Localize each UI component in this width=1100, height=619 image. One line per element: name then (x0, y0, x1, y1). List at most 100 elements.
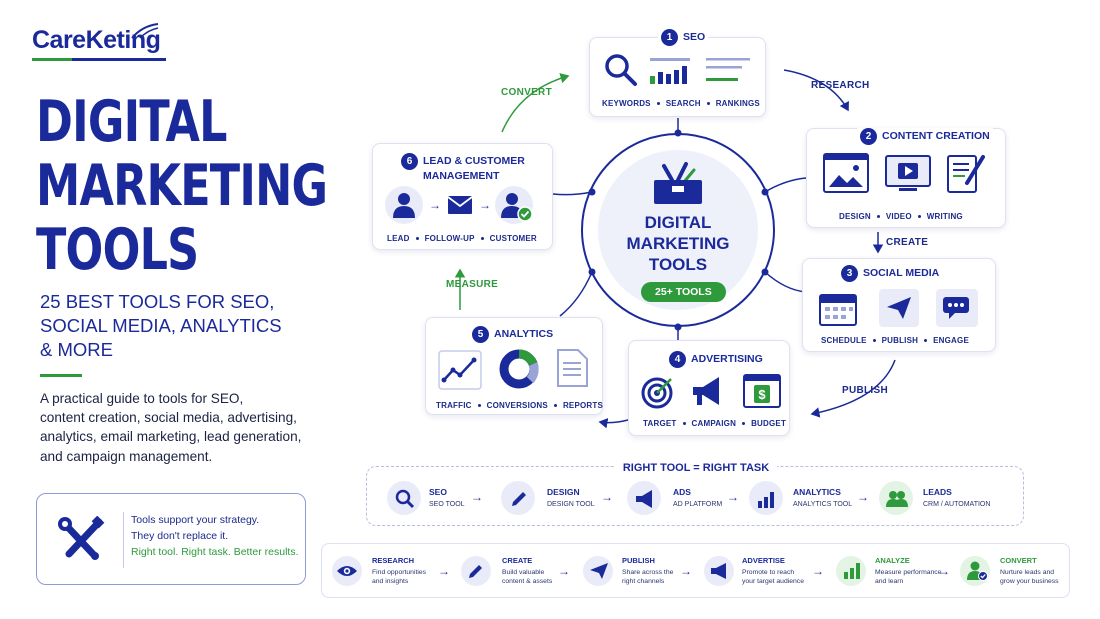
email-icon (447, 196, 473, 214)
lead-arrow-2: → (479, 198, 491, 212)
step-publish-name: PUBLISH (622, 556, 655, 565)
bullhorn-icon (711, 563, 726, 579)
page-subtitle: 25 BEST TOOLS FOR SEO, SOCIAL MEDIA, ANA… (40, 291, 282, 360)
megaphone-icon (693, 377, 719, 405)
tool-seo-circle (387, 481, 421, 515)
tool-arrow-3: → (727, 490, 739, 504)
report-document-icon (557, 349, 588, 387)
tool-seo-icon (395, 489, 415, 509)
lead-arrow-1: → (429, 198, 441, 212)
tool-ads-sub: AD PLATFORM (673, 501, 723, 508)
magnifier-icon (605, 54, 637, 86)
video-icon (885, 155, 931, 191)
note-text: Tools support your strategy. They don't … (131, 514, 299, 558)
step-arrow-5: → (938, 564, 950, 578)
person-icon (393, 193, 415, 218)
right-tool-title: RIGHT TOOL = RIGHT TASK (367, 458, 1025, 476)
step-arrow-1: → (438, 564, 450, 578)
svg-text:$: $ (758, 387, 766, 402)
traffic-chart-icon (438, 350, 482, 390)
writing-icon (947, 155, 985, 193)
bar-chart-icon (844, 563, 860, 579)
tool-arrow-4: → (857, 490, 869, 504)
right-tool-panel: RIGHT TOOL = RIGHT TASK SEO SEO TOOL → D… (366, 462, 1024, 526)
flow-label-measure: MEASURE (446, 279, 499, 290)
rankings-icon (706, 58, 750, 81)
pencil-icon (469, 565, 482, 578)
user-check-icon (967, 561, 988, 581)
logo-underline (32, 58, 166, 61)
tool-leads-circle (879, 481, 913, 515)
step-advertise-name: ADVERTISE (742, 556, 785, 565)
tool-analytics-sub: ANALYTICS TOOL (793, 501, 853, 508)
tool-ads-name: ADS (673, 487, 691, 497)
step-arrow-4: → (812, 564, 824, 578)
flow-label-publish: PUBLISH (842, 385, 888, 396)
conversions-donut-icon (499, 349, 539, 389)
tools-count-badge: 25+ TOOLS (641, 282, 726, 302)
tool-analytics-name: ANALYTICS (793, 487, 841, 497)
tool-arrow-1: → (471, 490, 483, 504)
tool-arrow-2: → (601, 490, 613, 504)
tool-ads-icon (636, 490, 652, 508)
send-icon (590, 563, 608, 579)
divider (40, 374, 82, 377)
search-bars-icon (650, 58, 690, 84)
tool-design-name: DESIGN (547, 487, 580, 497)
tool-seo-name: SEO (429, 487, 447, 497)
calendar-icon (819, 294, 857, 326)
tool-leads-icon (886, 491, 908, 507)
flow-label-convert: CONVERT (501, 87, 552, 98)
budget-icon: $ (743, 374, 781, 408)
step-analyze-name: ANALYZE (875, 556, 910, 565)
tool-leads-sub: CRM / AUTOMATION (923, 501, 991, 508)
tool-design-sub: DESIGN TOOL (547, 501, 595, 508)
tool-design-icon (512, 492, 526, 506)
customer-check-icon (501, 193, 533, 222)
target-icon (641, 377, 673, 409)
note-separator (123, 512, 124, 568)
flow-label-create: CREATE (886, 237, 929, 248)
description: A practical guide to tools for SEO, cont… (40, 391, 302, 464)
step-arrow-3: → (680, 564, 692, 578)
step-create-name: CREATE (502, 556, 533, 565)
step-convert-name: CONVERT (1000, 556, 1037, 565)
tool-analytics-icon (758, 492, 774, 508)
wrench-screwdriver-icon (58, 516, 105, 560)
center-title: DIGITAL MARKETING TOOLS (626, 213, 730, 274)
toolbox-icon (654, 162, 702, 204)
tool-seo-sub: SEO TOOL (429, 501, 465, 508)
tool-leads-name: LEADS (923, 487, 952, 497)
design-image-icon (823, 153, 869, 193)
paper-plane-icon (887, 297, 911, 319)
page-title: DIGITAL MARKETING TOOLS (36, 89, 328, 283)
strategy-note: Tools support your strategy. They don't … (36, 493, 306, 585)
flow-label-research: RESEARCH (811, 80, 870, 91)
